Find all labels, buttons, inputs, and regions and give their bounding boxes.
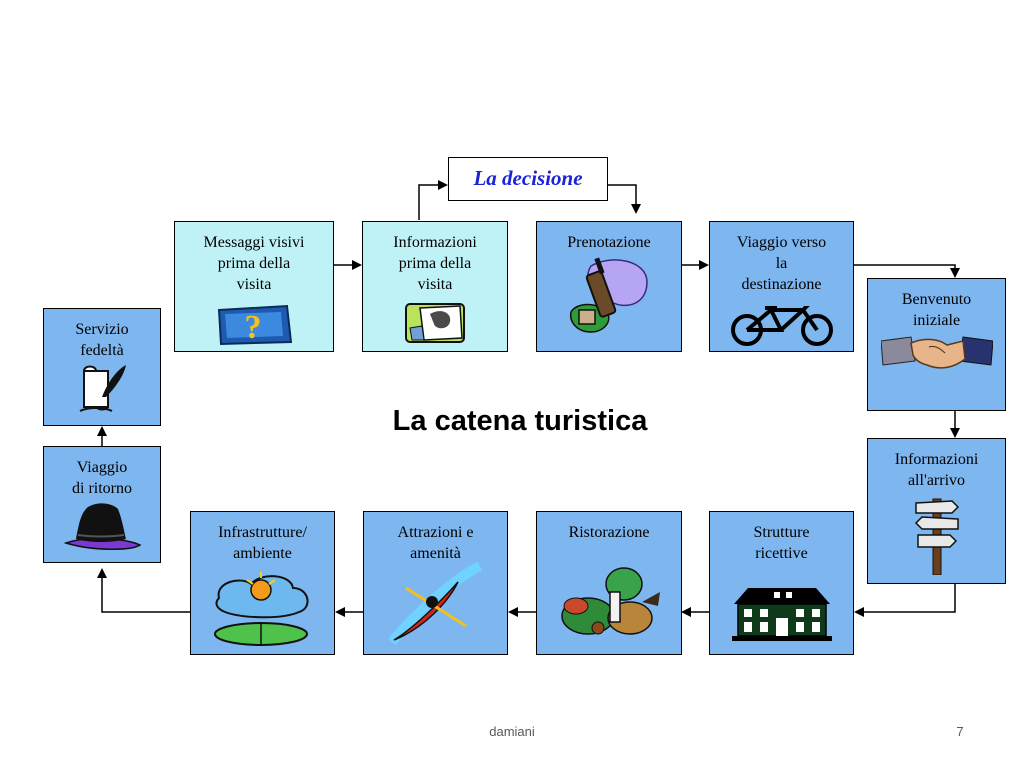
arrow-informazioni-arrivo-to-strutture	[854, 583, 956, 617]
arrow-decision-to-prenotazione	[608, 184, 641, 214]
box-viaggio-verso: Viaggio verso la destinazione	[709, 221, 854, 352]
scroll-quill-icon	[79, 365, 126, 412]
arrow-informazioni-to-decision	[418, 180, 448, 220]
signpost-icon	[914, 498, 959, 575]
arrow-infrastrutture-to-viaggio-ritorno	[97, 568, 190, 613]
box-label: Strutture ricettive	[753, 524, 810, 562]
box-benvenuto: Benvenuto iniziale	[867, 278, 1006, 411]
box-ristorazione: Ristorazione	[536, 511, 682, 655]
box-infrastrutture: Infrastrutture/ ambiente	[190, 511, 335, 655]
svg-text:?: ?	[245, 309, 262, 346]
brochure-icon	[405, 303, 465, 343]
phone-booking-icon	[569, 257, 648, 333]
footer-author: damiani	[489, 724, 535, 739]
question-mark-icon: ?	[217, 304, 293, 346]
landscape-icon	[213, 572, 308, 646]
food-icon	[561, 567, 660, 635]
box-label: Servizio fedeltà	[75, 321, 129, 359]
box-label: Attrazioni e amenità	[397, 524, 474, 562]
box-strutture: Strutture ricettive	[709, 511, 854, 655]
box-label: Messaggi visivi prima della visita	[203, 234, 305, 293]
handshake-icon	[880, 336, 993, 369]
bicycle-icon	[730, 306, 833, 346]
box-viaggio-ritorno: Viaggio di ritorno	[43, 446, 161, 563]
box-informazioni-arrivo: Informazioni all'arrivo	[867, 438, 1006, 584]
box-label: Viaggio di ritorno	[72, 459, 132, 497]
box-attrazioni: Attrazioni e amenità	[363, 511, 508, 655]
box-label: Informazioni prima della visita	[393, 234, 477, 293]
box-prenotazione: Prenotazione	[536, 221, 682, 352]
box-label: Benvenuto iniziale	[901, 291, 972, 329]
kayak-icon	[387, 562, 482, 646]
box-label: Informazioni all'arrivo	[894, 451, 979, 489]
diagram-title: La catena turistica	[392, 405, 648, 437]
box-messaggi: Messaggi visivi prima della visita ?	[174, 221, 334, 352]
box-label: Viaggio verso la destinazione	[736, 234, 827, 293]
box-servizio: Servizio fedeltà	[43, 308, 161, 426]
page-number: 7	[956, 724, 964, 739]
box-informazioni-prima: Informazioni prima della visita	[362, 221, 508, 352]
hat-icon	[63, 503, 142, 551]
box-label: Prenotazione	[567, 234, 651, 251]
box-label: Ristorazione	[568, 524, 650, 541]
arrow-viaggio-to-benvenuto	[853, 264, 960, 278]
hotel-icon	[731, 588, 832, 641]
decision-box: La decisione	[448, 157, 608, 201]
box-label: Infrastrutture/ ambiente	[218, 524, 307, 562]
